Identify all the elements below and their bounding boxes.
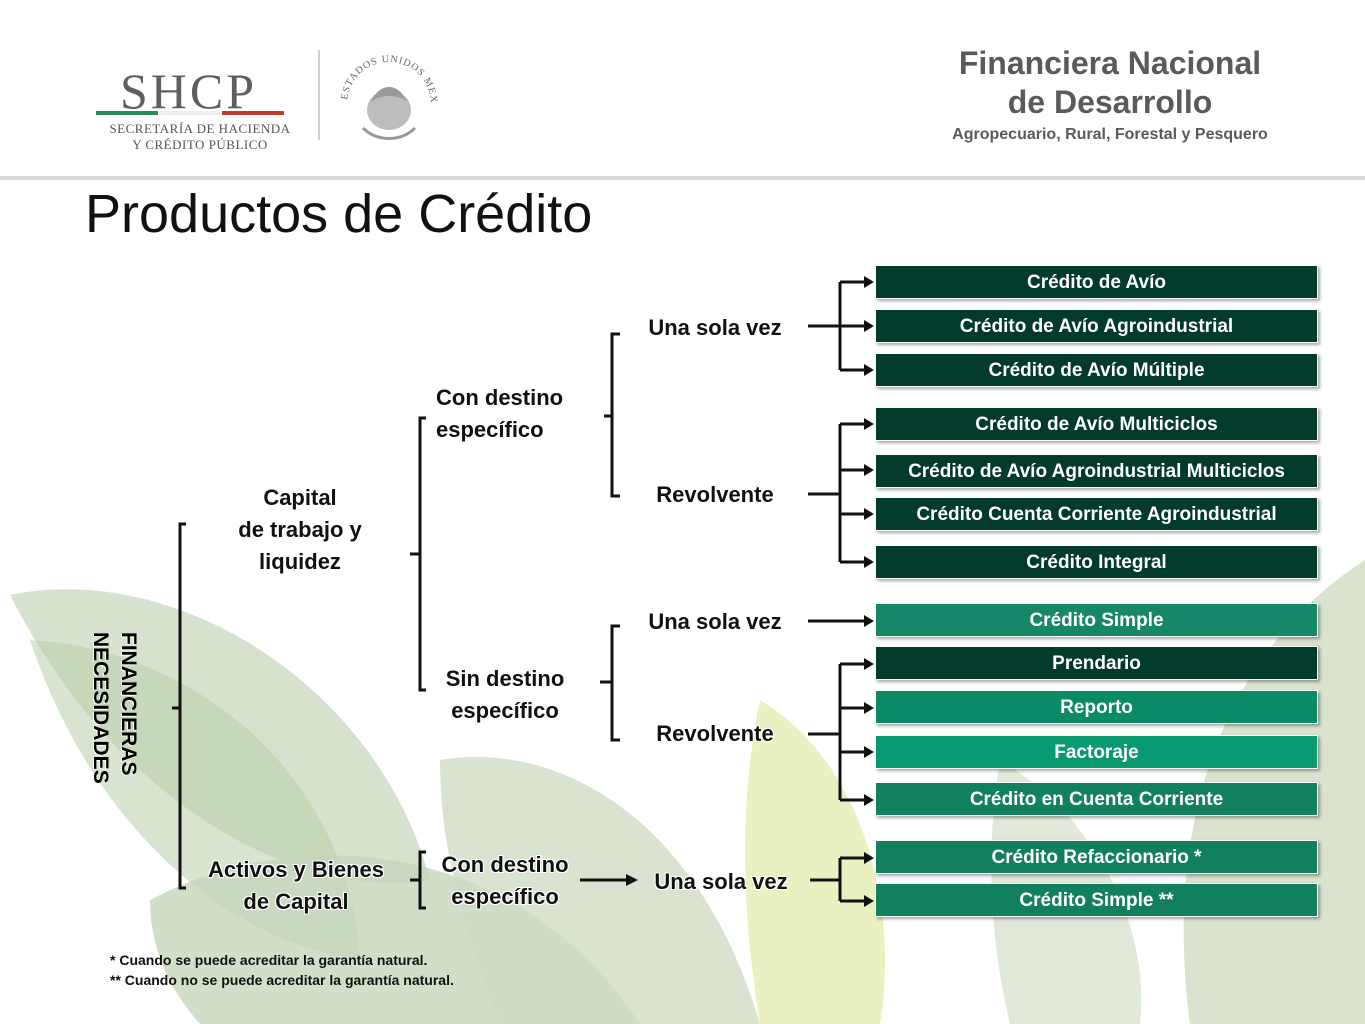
shcp-logo-bar-white <box>160 111 220 115</box>
node-con-destino-especifico: Con destino específico <box>436 382 606 446</box>
product-box: Crédito de Avío <box>875 265 1318 299</box>
brand-name-line2: de Desarrollo <box>1007 84 1213 120</box>
node-line: Con destino <box>441 852 569 877</box>
node-line: específico <box>451 884 559 909</box>
node-revolvente-2: Revolvente <box>656 721 774 746</box>
product-box: Crédito de Avío Agroindustrial Multicicl… <box>875 454 1318 488</box>
product-box: Reporto <box>875 690 1318 724</box>
footnote-1: * Cuando se puede acreditar la garantía … <box>110 952 428 968</box>
product-box: Crédito Cuenta Corriente Agroindustrial <box>875 497 1318 531</box>
shcp-logo-subtitle-2: Y CRÉDITO PÚBLICO <box>132 137 268 152</box>
root-label-line1: NECESIDADES <box>89 632 112 784</box>
node-revolvente-1: Revolvente <box>656 482 774 507</box>
node-una-sola-vez-3: Una sola vez <box>654 869 788 894</box>
shcp-logo-text: SHCP <box>120 63 258 119</box>
footnote-2: ** Cuando no se puede acreditar la garan… <box>110 972 454 988</box>
leaf-shape <box>745 700 885 1024</box>
header-separator <box>0 176 1365 180</box>
node-line: Con destino <box>436 385 564 410</box>
brand-name-line1: Financiera Nacional <box>958 45 1262 81</box>
node-capital-de-trabajo: Capital de trabajo y liquidez <box>200 482 400 578</box>
shcp-logo-subtitle-1: SECRETARÍA DE HACIENDA <box>109 121 291 136</box>
node-una-sola-vez-2: Una sola vez <box>648 609 782 634</box>
node-line: de Capital <box>243 889 349 914</box>
product-box: Crédito de Avío Múltiple <box>875 353 1318 387</box>
product-box: Crédito Refaccionario * <box>875 840 1318 874</box>
node-line: Activos y Bienes <box>207 857 385 882</box>
leaf-shape <box>440 757 760 1024</box>
node-line: específico <box>436 417 544 442</box>
page-title: Productos de Crédito <box>85 184 593 244</box>
root-node: NECESIDADES FINANCIERAS <box>89 632 152 784</box>
product-box: Crédito Simple ** <box>875 883 1318 917</box>
node-line: liquidez <box>259 549 341 574</box>
node-una-sola-vez-1: Una sola vez <box>648 315 782 340</box>
node-sin-destino-especifico: Sin destino específico <box>430 663 580 727</box>
node-line: Capital <box>263 485 337 510</box>
shcp-logo-bar-green <box>96 111 158 115</box>
product-box: Crédito Integral <box>875 545 1318 579</box>
mexico-seal-icon: ESTADOS UNIDOS MEXICANOS <box>333 42 438 140</box>
product-box: Crédito de Avío Agroindustrial <box>875 309 1318 343</box>
product-box: Prendario <box>875 646 1318 680</box>
node-line: Sin destino <box>445 666 565 691</box>
root-label-line2: FINANCIERAS <box>117 632 140 776</box>
product-box: Crédito Simple <box>875 603 1318 637</box>
node-con-destino-especifico-activos: Con destino específico <box>430 849 580 913</box>
product-box: Crédito de Avío Multiciclos <box>875 407 1318 441</box>
node-activos-y-bienes: Activos y Bienes de Capital <box>186 854 406 918</box>
node-line: específico <box>451 698 559 723</box>
product-box: Factoraje <box>875 735 1318 769</box>
header-divider <box>318 50 320 140</box>
node-line: de trabajo y <box>238 517 362 542</box>
product-box: Crédito en Cuenta Corriente <box>875 782 1318 816</box>
shcp-logo-bar-red <box>222 111 284 115</box>
brand-subtitle: Agropecuario, Rural, Forestal y Pesquero <box>952 126 1268 143</box>
